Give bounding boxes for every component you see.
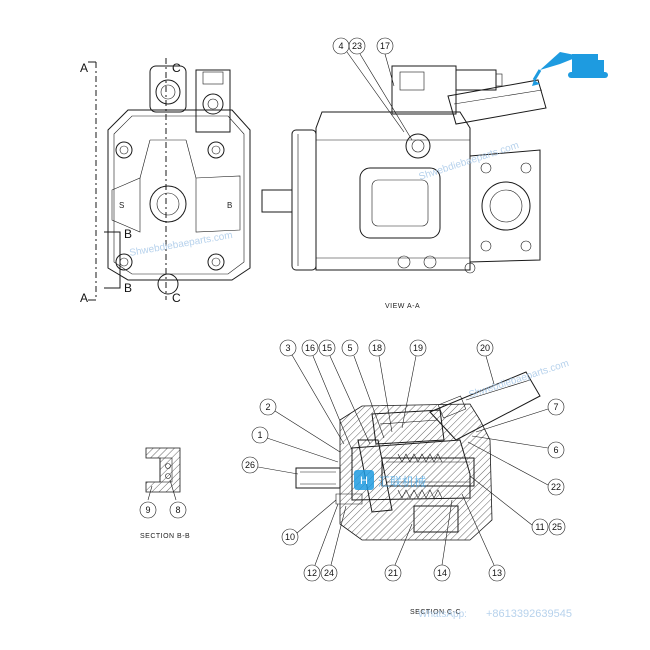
callout-12: 12 <box>303 503 339 582</box>
watermark-phone: +8613392639545 <box>486 608 572 620</box>
svg-text:4: 4 <box>338 41 343 51</box>
svg-text:22: 22 <box>551 482 561 492</box>
callout-14: 14 <box>433 499 453 582</box>
port-label-b: B <box>227 201 232 210</box>
svg-text:7: 7 <box>553 402 558 412</box>
callout-21: 21 <box>384 523 413 582</box>
svg-text:12: 12 <box>307 568 317 578</box>
section-cc-caption: SECTION C-C <box>410 609 461 616</box>
excavator-logo-icon <box>532 52 608 86</box>
svg-text:8: 8 <box>175 505 180 515</box>
watermark-logo: H 汇联机械 <box>354 470 426 490</box>
callout-26: 26 <box>241 456 299 475</box>
callout-10: 10 <box>281 499 337 546</box>
svg-text:18: 18 <box>372 343 382 353</box>
svg-text:2: 2 <box>265 402 270 412</box>
svg-text:5: 5 <box>347 343 352 353</box>
svg-text:15: 15 <box>322 343 332 353</box>
svg-text:3: 3 <box>285 343 290 353</box>
callout-9: 9 <box>139 501 157 519</box>
svg-text:1: 1 <box>257 430 262 440</box>
callout-8: 8 <box>169 501 187 519</box>
callout-2: 2 <box>259 398 341 453</box>
callout-24: 24 <box>320 505 347 582</box>
svg-text:16: 16 <box>305 343 315 353</box>
svg-text:23: 23 <box>352 41 362 51</box>
left-end-view: A A C C B B S B <box>80 58 251 305</box>
svg-text:6: 6 <box>553 445 558 455</box>
svg-text:10: 10 <box>285 532 295 542</box>
callout-22: 22 <box>467 441 565 496</box>
view-aa: 4 23 17 VIEW A-A <box>261 37 547 310</box>
callout-7: 7 <box>475 398 565 433</box>
callout-5: 5 <box>341 339 385 439</box>
callout-17: 17 <box>376 37 395 87</box>
callout-3: 3 <box>279 339 345 445</box>
callout-16: 16 <box>301 339 353 451</box>
callout-11: 11 <box>469 475 549 536</box>
callout-19: 19 <box>401 339 427 429</box>
callout-25: 25 <box>548 518 566 536</box>
section-marker-b-bottom: B <box>124 281 132 295</box>
callout-6: 6 <box>471 435 565 459</box>
svg-text:19: 19 <box>413 343 423 353</box>
section-bb: 9 8 SECTION B-B <box>139 447 190 540</box>
callout-18: 18 <box>368 339 393 433</box>
svg-text:汇联机械: 汇联机械 <box>378 474 426 489</box>
svg-text:24: 24 <box>324 568 334 578</box>
section-marker-c-top: C <box>172 61 181 75</box>
section-bb-caption: SECTION B-B <box>140 533 190 540</box>
section-marker-a-top: A <box>80 61 88 75</box>
svg-text:25: 25 <box>552 522 562 532</box>
watermark-phone-prefix: WhatsApp: <box>418 609 467 620</box>
callout-23: 23 <box>348 37 413 141</box>
svg-text:9: 9 <box>145 505 150 515</box>
section-marker-b-mid: B <box>124 227 132 241</box>
svg-text:14: 14 <box>437 568 447 578</box>
watermark-site: Shwebdiebaeparts.com <box>418 140 521 183</box>
section-marker-a-bottom: A <box>80 291 88 305</box>
callout-4: 4 <box>332 37 405 133</box>
svg-text:20: 20 <box>480 343 490 353</box>
view-aa-caption: VIEW A-A <box>385 303 420 310</box>
svg-text:21: 21 <box>388 568 398 578</box>
svg-text:17: 17 <box>380 41 390 51</box>
callout-1: 1 <box>251 426 339 463</box>
callout-20: 20 <box>476 339 495 385</box>
watermark-site-3: Shwebdiebaeparts.com <box>468 358 571 401</box>
callout-15: 15 <box>318 339 371 445</box>
svg-text:11: 11 <box>535 522 544 532</box>
section-marker-c-bottom: C <box>172 291 181 305</box>
svg-text:H: H <box>360 475 368 487</box>
callout-13: 13 <box>461 493 506 582</box>
svg-text:13: 13 <box>492 568 502 578</box>
port-label-s: S <box>119 201 124 210</box>
section-cc: H 汇联机械 3 16 15 5 18 19 20 <box>241 339 566 616</box>
svg-text:26: 26 <box>245 460 255 470</box>
